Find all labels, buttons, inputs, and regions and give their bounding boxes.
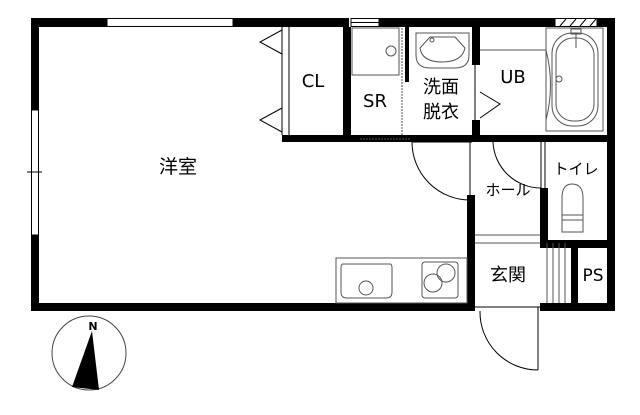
sr-fixtures	[351, 27, 410, 140]
compass: N	[51, 315, 127, 391]
label-hall: ホール	[485, 181, 530, 199]
label-entrance: 玄関	[490, 265, 526, 286]
vent	[554, 18, 598, 27]
top-window	[106, 18, 234, 27]
kitchen-counter	[335, 257, 468, 304]
wash-basin	[415, 32, 470, 69]
toilet	[561, 183, 584, 233]
label-unit-bath: UB	[500, 67, 526, 88]
ub-door	[474, 65, 501, 120]
entrance-details	[475, 234, 566, 303]
label-pipe-space: PS	[582, 266, 603, 286]
entry-door	[475, 306, 540, 371]
label-washroom-2: 脱衣	[423, 102, 459, 123]
label-washroom-1: 洗面	[423, 77, 459, 98]
bathtub	[480, 27, 604, 132]
windows	[27, 18, 380, 236]
north-arrow-icon	[72, 331, 99, 390]
compass-north-label: N	[88, 320, 97, 333]
label-closet: CL	[302, 71, 325, 92]
washroom-door	[411, 141, 472, 201]
toilet-door	[492, 141, 546, 189]
closet-doors	[258, 27, 290, 135]
label-western-room: 洋室	[159, 156, 197, 178]
walls	[31, 18, 615, 311]
label-toilet: トイレ	[553, 160, 598, 178]
label-storage-room: SR	[363, 91, 387, 112]
